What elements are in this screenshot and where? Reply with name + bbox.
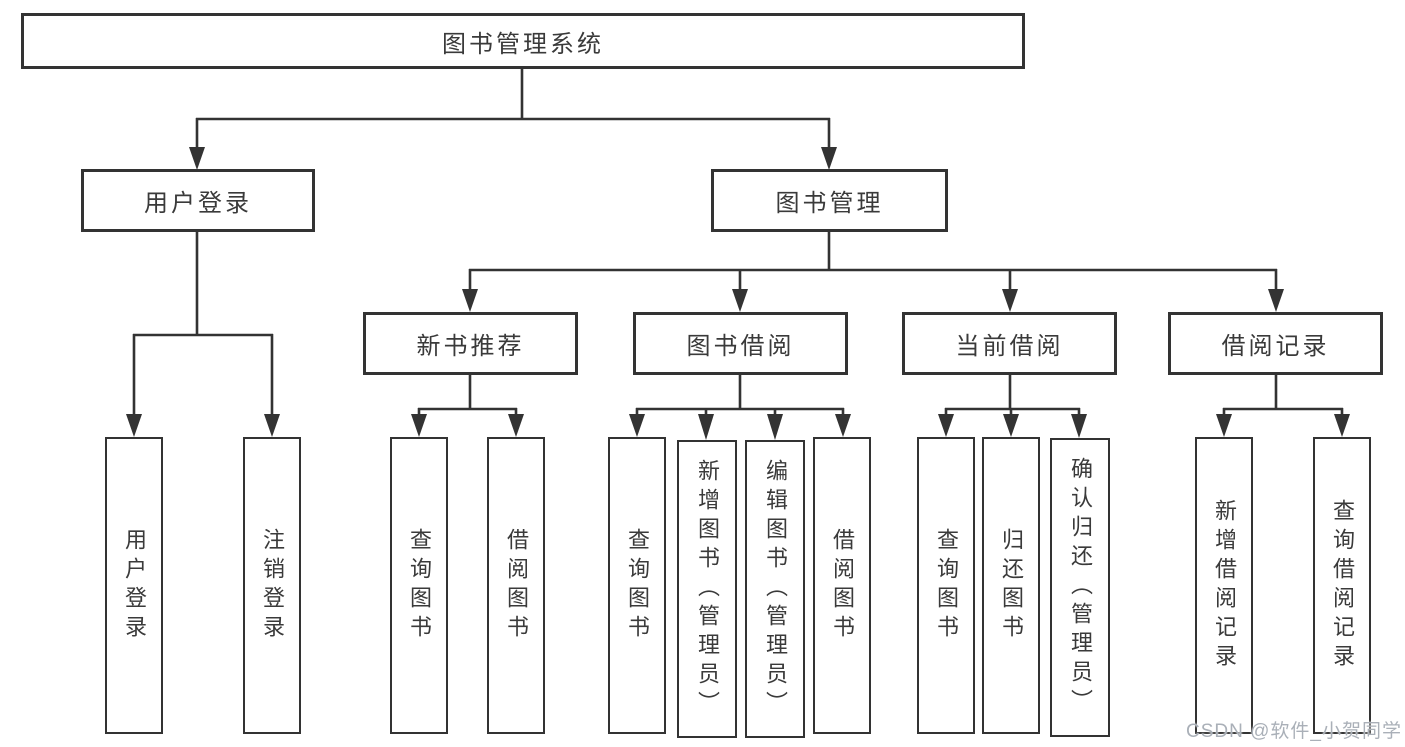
- leaf-add-books-admin: 新增图书（管理员）: [677, 440, 737, 738]
- node-book-borrowing: 图书借阅: [633, 312, 848, 375]
- watermark-text: CSDN @软件_小贺同学: [1186, 721, 1402, 742]
- leaf-confirm-return-admin: 确认归还（管理员）: [1050, 438, 1110, 737]
- node-new-book-recommendation: 新书推荐: [363, 312, 578, 375]
- leaf-borrow-books-borrowing: 借阅图书: [813, 437, 871, 734]
- node-library-management-system: 图书管理系统: [21, 13, 1025, 69]
- leaf-borrow-books-recommend: 借阅图书: [487, 437, 545, 734]
- node-borrowing-records: 借阅记录: [1168, 312, 1383, 375]
- node-book-management: 图书管理: [711, 169, 948, 232]
- leaf-query-books-current: 查询图书: [917, 437, 975, 734]
- leaf-query-books-recommend: 查询图书: [390, 437, 448, 734]
- leaf-edit-books-admin: 编辑图书（管理员）: [745, 440, 805, 738]
- arrowheads: [126, 147, 1350, 440]
- leaf-add-borrow-record: 新增借阅记录: [1195, 437, 1253, 734]
- leaf-user-login: 用户登录: [105, 437, 163, 734]
- leaf-logout-login: 注销登录: [243, 437, 301, 734]
- leaf-query-books-borrowing: 查询图书: [608, 437, 666, 734]
- node-current-borrowing: 当前借阅: [902, 312, 1117, 375]
- leaf-query-borrow-record: 查询借阅记录: [1313, 437, 1371, 734]
- leaf-return-books: 归还图书: [982, 437, 1040, 734]
- node-user-login: 用户登录: [81, 169, 315, 232]
